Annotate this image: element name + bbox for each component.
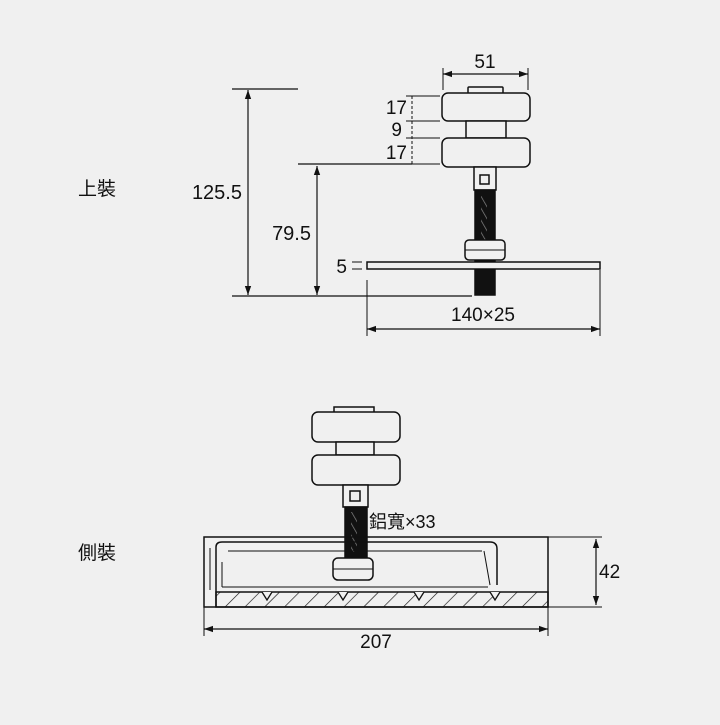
mount-plate bbox=[366, 261, 601, 270]
hatched-base bbox=[215, 591, 549, 608]
side-view-label: 側裝 bbox=[78, 542, 117, 564]
upper-knob bbox=[441, 92, 531, 122]
side-lower-knob bbox=[311, 454, 401, 486]
clevis-hole bbox=[479, 174, 490, 185]
dim-17a-text: 17 bbox=[386, 98, 407, 119]
side-upper-knob bbox=[311, 411, 401, 443]
side-note-text: 鋁寬×33 bbox=[369, 512, 436, 532]
knob-spacer bbox=[465, 120, 507, 139]
side-spacer bbox=[335, 441, 375, 456]
dim-9-text: 9 bbox=[391, 120, 402, 141]
dim-42-text: 42 bbox=[599, 562, 620, 583]
dim-140-text: 140×25 bbox=[451, 305, 515, 326]
dim-79-text: 79.5 bbox=[272, 223, 311, 245]
dim-207-text: 207 bbox=[360, 632, 392, 653]
dim-51-text: 51 bbox=[474, 52, 495, 73]
side-view bbox=[203, 406, 602, 636]
top-view-label: 上裝 bbox=[78, 178, 117, 200]
dim-5-text: 5 bbox=[336, 257, 347, 278]
channel-inner-left bbox=[215, 541, 498, 607]
rod-thread-hint bbox=[481, 196, 487, 241]
base-screws bbox=[261, 591, 501, 602]
dim-125-text: 125.5 bbox=[192, 182, 242, 204]
dim-17b-text: 17 bbox=[386, 143, 407, 164]
lower-knob bbox=[441, 137, 531, 168]
top-view bbox=[232, 68, 601, 336]
